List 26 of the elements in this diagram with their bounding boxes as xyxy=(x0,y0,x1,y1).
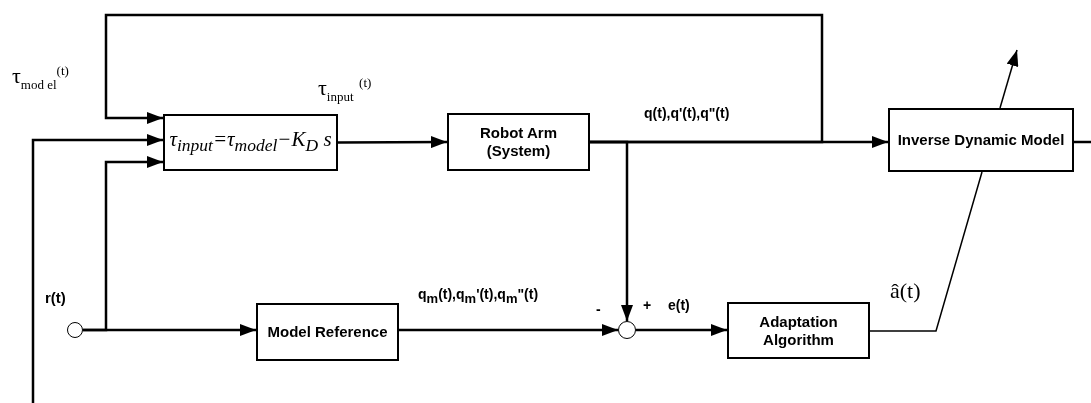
block-label: Model Reference xyxy=(267,323,388,341)
arrow xyxy=(83,324,256,336)
process-box xyxy=(447,113,590,171)
arrow xyxy=(636,324,727,336)
sign-label: - xyxy=(596,302,601,316)
arrow xyxy=(999,49,1019,109)
edge-label: e(t) xyxy=(668,298,690,312)
arrow xyxy=(31,134,163,403)
sign-label: + xyxy=(643,298,652,312)
block-label: Inverse Dynamic Model xyxy=(897,131,1065,149)
process-box xyxy=(256,303,399,361)
process-box xyxy=(727,302,870,359)
process-box xyxy=(888,108,1074,172)
formula-text: τ$_{input}$=τ$_{model}$−K$_{D}$ s xyxy=(169,130,332,155)
arrow xyxy=(590,140,633,321)
junction-circle xyxy=(618,321,636,339)
junction-circle xyxy=(67,322,83,338)
edge-label: q(t),q'(t),q"(t) xyxy=(644,106,730,120)
arrow xyxy=(399,324,618,336)
signal-label: r(t) xyxy=(45,290,66,305)
edge-label: â(t) xyxy=(890,280,921,302)
controller-box xyxy=(163,114,338,171)
arrow xyxy=(338,136,447,149)
arrow xyxy=(104,13,824,144)
block-label: Robot Arm (System) xyxy=(479,124,558,160)
block-label: Adaptation Algorithm xyxy=(758,312,839,349)
